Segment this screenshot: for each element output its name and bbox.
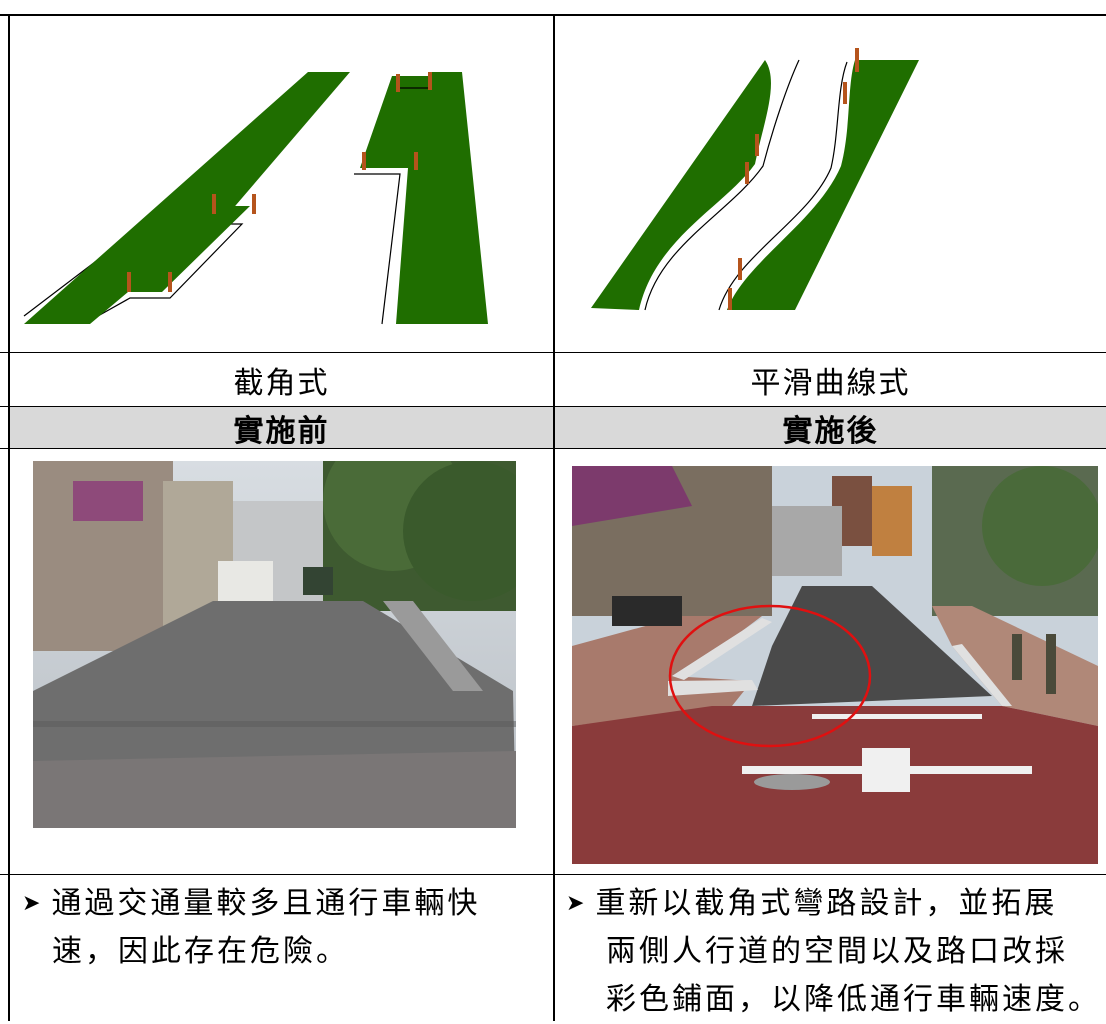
curb-line [354, 173, 401, 325]
description-after-line2: 兩側人行道的空間以及路口改採 [606, 934, 1068, 969]
sidewalk-right [727, 60, 919, 310]
description-before-line2: 速，因此存在危險。 [52, 934, 349, 969]
bollard [728, 288, 732, 310]
description-before: ➤ 通過交通量較多且通行車輛快 速，因此存在危險。 [22, 880, 550, 1021]
diagram-cut-corner [10, 16, 553, 352]
bollard [855, 48, 859, 72]
sidewalk-left [24, 72, 350, 324]
curb-line [644, 59, 800, 311]
description-after: ➤ 重新以截角式彎路設計，並拓展 兩側人行道的空間以及路口改採 彩色鋪面，以降低通… [566, 880, 1106, 1021]
curb-line [718, 61, 848, 311]
bollard [127, 272, 131, 292]
header-before: 實施前 [233, 413, 330, 449]
photo-before [33, 461, 516, 828]
description-before-line1: 通過交通量較多且通行車輛快 [51, 886, 481, 921]
arrow-bullet-icon: ➤ [566, 891, 588, 916]
photo-before-svg [33, 461, 516, 828]
sidewalk-right [360, 72, 488, 324]
description-after-line3: 彩色鋪面，以降低通行車輛速度。 [606, 982, 1101, 1017]
table-column-divider [553, 14, 555, 1021]
bollard [738, 258, 742, 280]
bollard [212, 194, 216, 214]
bollard [414, 152, 418, 170]
table-border-left [8, 14, 10, 1021]
arrow-bullet-icon: ➤ [22, 891, 44, 916]
bollard [252, 194, 256, 214]
bollard [396, 74, 400, 92]
smooth-curve-diagram-svg [591, 48, 919, 311]
bollard [755, 134, 759, 156]
bollard [168, 272, 172, 292]
bollard [362, 152, 366, 170]
bollard [843, 82, 847, 104]
header-after: 實施後 [782, 413, 879, 449]
photo-after-svg [572, 466, 1098, 864]
bollard [745, 162, 749, 184]
header-cell-after-bg [555, 407, 1106, 448]
cut-corner-diagram-svg [23, 72, 488, 325]
sidewalk-left [591, 60, 771, 310]
highlight-circle [668, 604, 872, 748]
label-cut-corner: 截角式 [233, 365, 330, 401]
bollard [428, 72, 432, 90]
photo-after [572, 466, 1098, 864]
description-after-line1: 重新以截角式彎路設計，並拓展 [595, 886, 1058, 921]
diagram-smooth-curve [555, 16, 1106, 352]
header-cell-before-bg [10, 407, 553, 448]
label-smooth-curve: 平滑曲線式 [750, 365, 911, 401]
